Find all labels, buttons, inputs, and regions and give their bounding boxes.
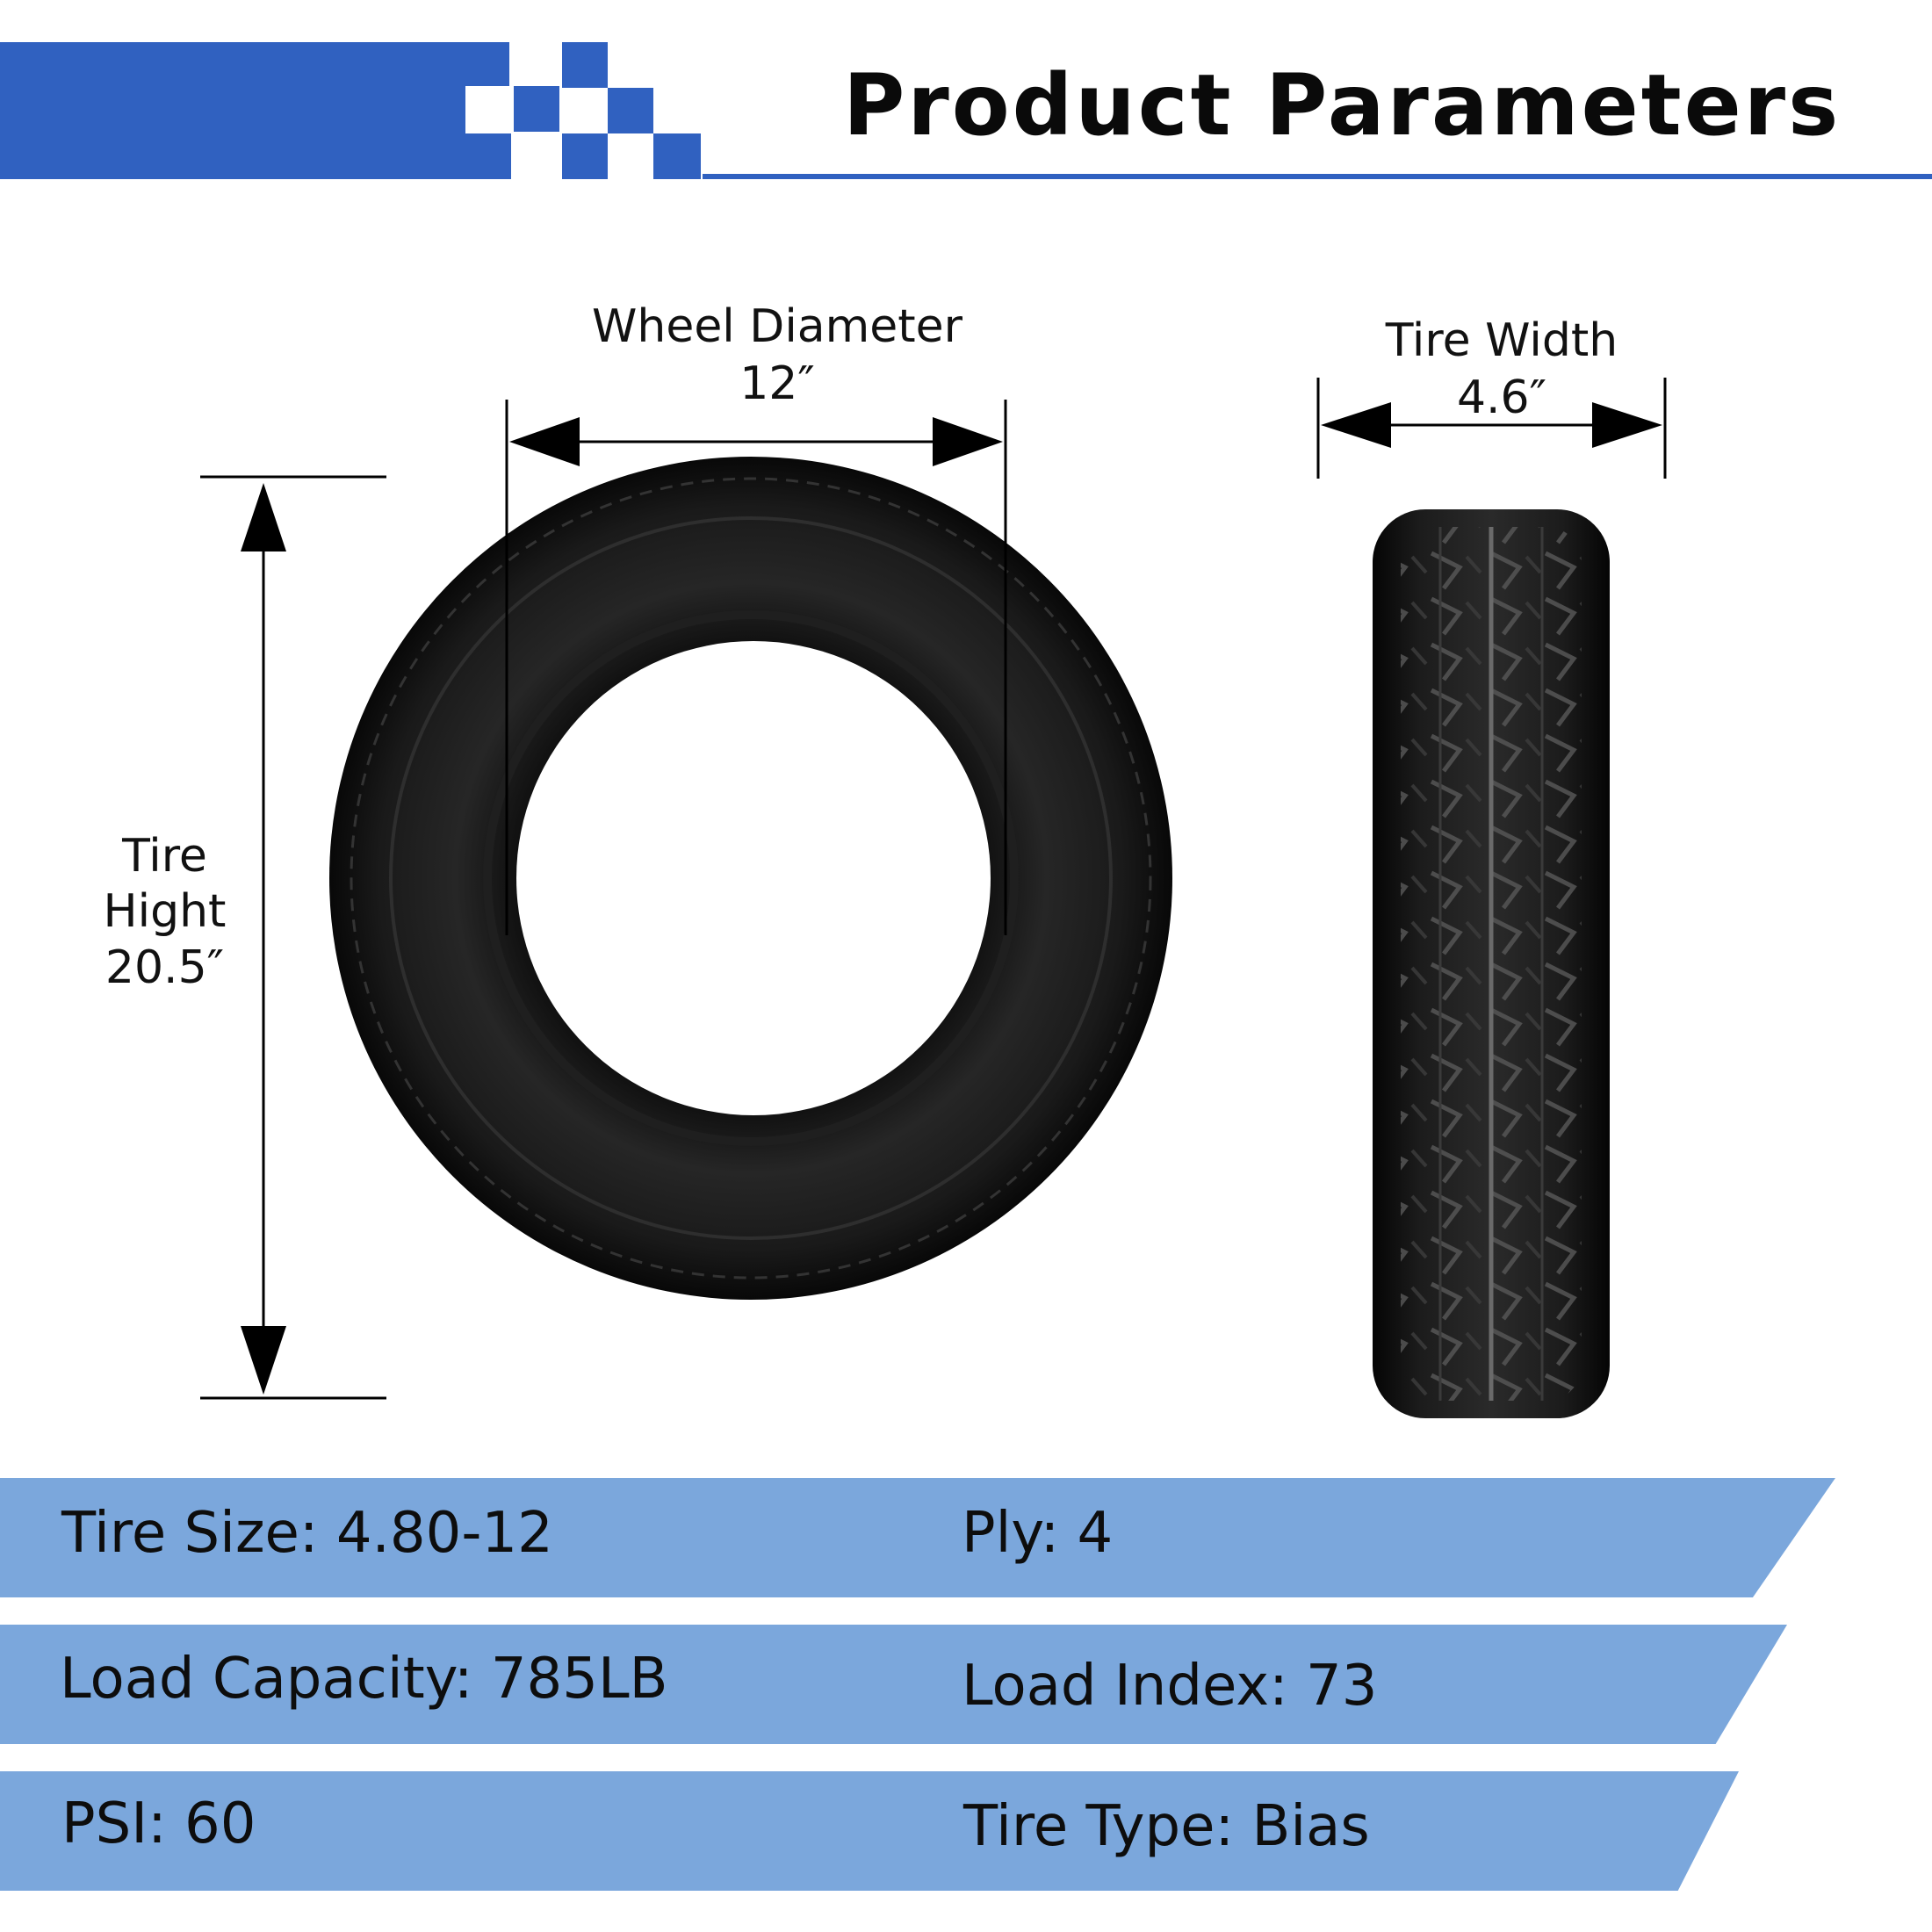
tire-height-label: Tire Hight 20.5″	[88, 829, 242, 996]
front-tire-icon	[329, 457, 1172, 1300]
tire-height-value: 20.5″	[105, 941, 225, 994]
tire-height-caption-2: Hight	[103, 885, 227, 939]
spec-tire-size: Tire Size: 4.80-12	[61, 1501, 553, 1566]
tire-width-dimension	[1316, 378, 1667, 479]
spec-ply: Ply: 4	[962, 1501, 1114, 1566]
spec-psi: PSI: 60	[61, 1791, 256, 1856]
spec-bar-1	[0, 1478, 1835, 1597]
spec-load-capacity: Load Capacity: 785LB	[60, 1647, 668, 1712]
tire-height-dimension	[200, 475, 386, 1400]
wheel-diameter-label: Wheel Diameter 12″	[571, 299, 984, 413]
spec-bar-2	[0, 1625, 1787, 1744]
tire-height-caption-1: Tire	[122, 830, 207, 883]
wheel-diameter-dimension	[505, 400, 1007, 935]
wheel-diameter-caption: Wheel Diameter	[591, 300, 963, 353]
checker-pattern-icon	[465, 42, 701, 179]
spec-bar-3	[0, 1771, 1739, 1891]
page-title: Product Parameters	[843, 56, 1842, 155]
header-bar	[0, 42, 1932, 179]
tire-width-caption: Tire Width	[1385, 314, 1618, 367]
tire-width-value: 4.6″	[1456, 371, 1547, 424]
spec-load-index: Load Index: 73	[962, 1654, 1378, 1719]
tire-diagram	[200, 378, 1667, 1418]
wheel-diameter-value: 12″	[739, 357, 815, 410]
spec-tire-type: Tire Type: Bias	[963, 1794, 1370, 1859]
side-tire-icon	[1373, 509, 1610, 1418]
tire-width-label: Tire Width 4.6″	[1370, 313, 1633, 427]
